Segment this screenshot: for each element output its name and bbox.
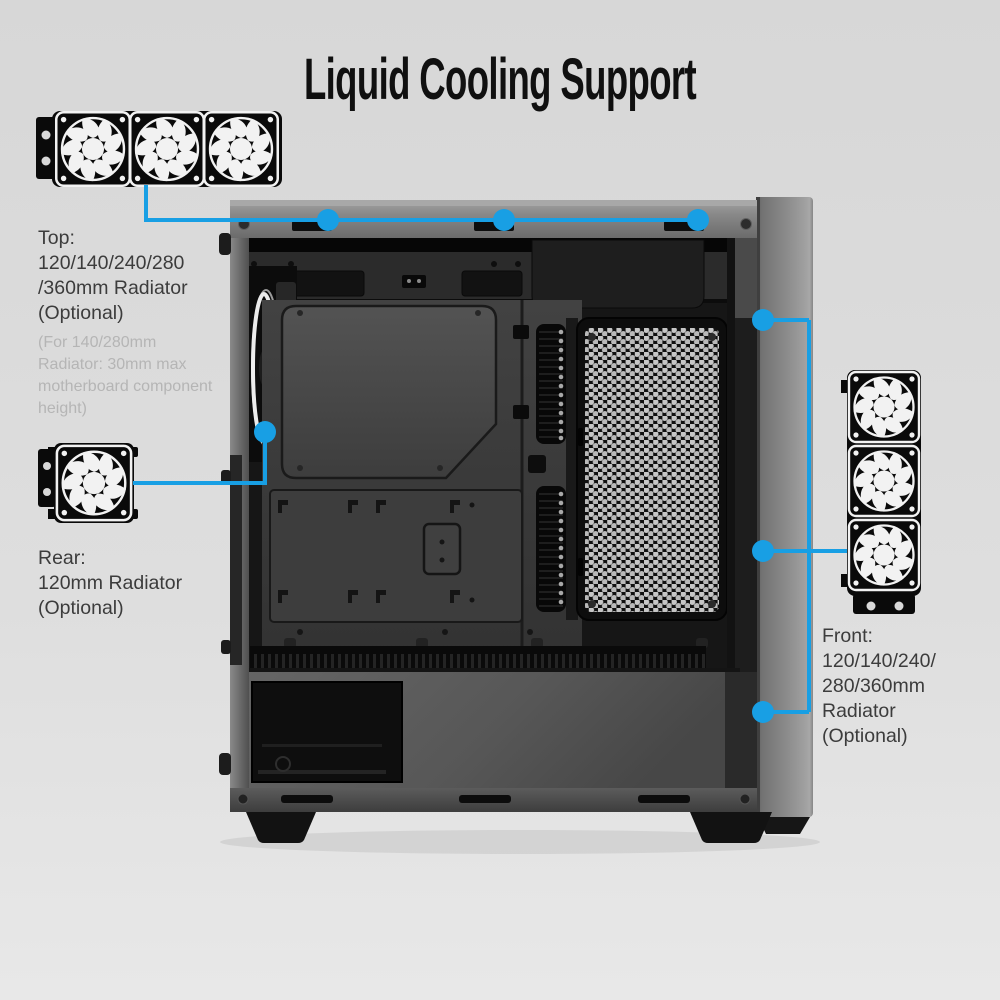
top-mount-dot bbox=[493, 209, 515, 231]
pump-mount-plate bbox=[422, 522, 462, 576]
top-mount-dot bbox=[687, 209, 709, 231]
mount-point-dots bbox=[254, 209, 774, 723]
cable-grommet bbox=[536, 486, 566, 612]
drive-mount-panel bbox=[269, 489, 523, 623]
rear-mount-dot bbox=[254, 421, 276, 443]
front-radiator-label: Front: 120/140/240/ 280/360mm Radiator (… bbox=[822, 625, 936, 747]
front-mount-dot bbox=[752, 701, 774, 723]
frame-screw bbox=[739, 793, 751, 805]
front-mount-dot bbox=[752, 309, 774, 331]
page-title: Liquid Cooling Support bbox=[303, 47, 697, 112]
front-top-cover bbox=[531, 239, 705, 309]
floor-shadow bbox=[220, 830, 820, 854]
top-radiator-label: Top: 120/140/240/280 /360mm Radiator (Op… bbox=[38, 227, 188, 324]
callout-lines bbox=[133, 185, 847, 714]
psu-window bbox=[251, 681, 403, 783]
thumbscrew bbox=[219, 753, 231, 775]
top-mount-dot bbox=[317, 209, 339, 231]
thumbscrew bbox=[219, 233, 231, 255]
case-foot bbox=[246, 812, 316, 843]
front-mesh-panel bbox=[566, 317, 728, 621]
top-radiator-icon bbox=[36, 111, 282, 187]
rear-callout-line bbox=[133, 432, 267, 485]
cable-grommet bbox=[536, 324, 566, 444]
rear-radiator-label: Rear: 120mm Radiator (Optional) bbox=[38, 547, 183, 619]
case-foot bbox=[690, 812, 772, 843]
rear-radiator-icon bbox=[38, 443, 138, 523]
frame-screw bbox=[237, 793, 249, 805]
shroud-vent bbox=[250, 629, 708, 672]
pc-case bbox=[219, 200, 772, 843]
cpu-cutout-panel bbox=[280, 304, 498, 480]
frame-screw bbox=[740, 218, 752, 230]
psu-shroud bbox=[246, 668, 757, 790]
front-mount-dot bbox=[752, 540, 774, 562]
top-callout-line bbox=[144, 185, 700, 222]
top-radiator-note: (For 140/280mm Radiator: 30mm max mother… bbox=[38, 334, 213, 417]
case-front-panel bbox=[756, 197, 813, 834]
top-mount-cutout bbox=[293, 270, 365, 297]
top-mount-cutout bbox=[461, 270, 523, 297]
front-radiator-icon bbox=[841, 370, 921, 614]
